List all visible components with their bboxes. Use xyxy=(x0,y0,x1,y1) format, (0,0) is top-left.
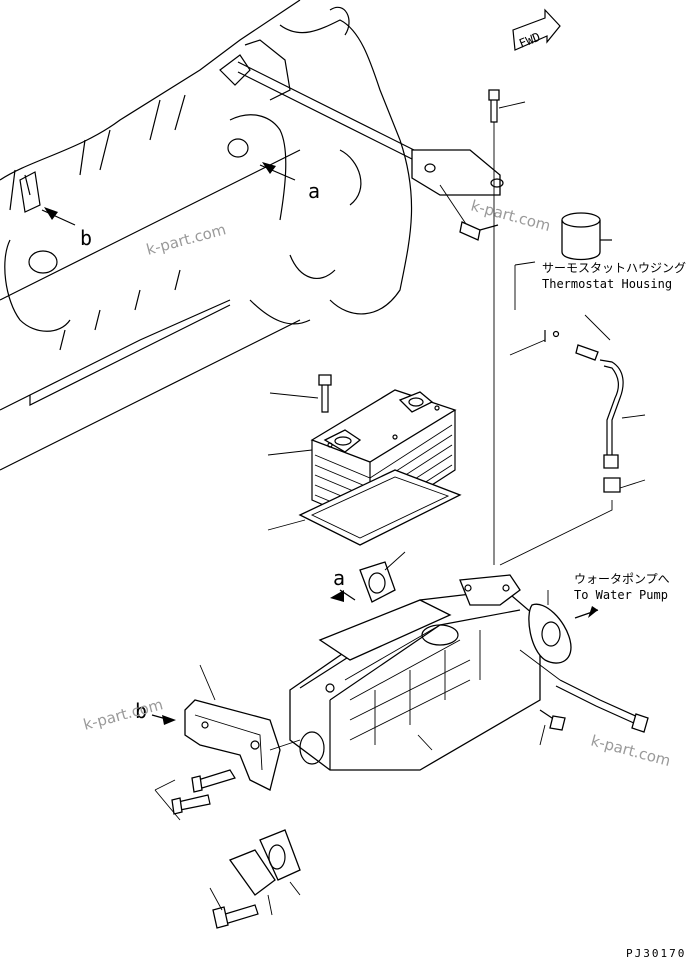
mounting-bracket-lower xyxy=(184,664,301,791)
callout-b-upper: b xyxy=(80,226,92,250)
bolt-lower-right xyxy=(539,709,566,746)
forward-direction-arrow: FWD xyxy=(512,8,561,51)
bolt-long xyxy=(519,649,649,733)
bolts-lower xyxy=(154,769,236,821)
bolt-bracket xyxy=(459,221,499,241)
water-pump-label-en: To Water Pump xyxy=(574,588,668,602)
callout-a-arrow-upper xyxy=(259,164,296,181)
water-pump-label-ja: ウォータポンプへ xyxy=(574,572,670,586)
cooler-gasket xyxy=(267,449,462,546)
watermark-1: k-part.com xyxy=(144,220,228,259)
bolt-upper xyxy=(488,89,526,565)
callout-b-arrow-upper xyxy=(41,209,76,226)
fwd-label: FWD xyxy=(517,30,542,51)
bolt-bottom xyxy=(209,887,259,929)
callout-a-lower: a xyxy=(333,566,345,590)
watermark-4: k-part.com xyxy=(589,731,673,770)
callout-b-lower: b xyxy=(135,699,147,723)
watermark-3: k-part.com xyxy=(81,695,165,734)
drawing-number: PJ30170 xyxy=(626,947,686,960)
water-pump-arrowhead xyxy=(588,606,598,618)
thermostat-label-ja: サーモスタットハウジング xyxy=(542,261,686,275)
cooler-housing xyxy=(289,574,541,771)
cover-plate-lower xyxy=(228,829,301,916)
bolt-cooler xyxy=(269,374,332,413)
engine-block xyxy=(0,0,413,471)
callout-a-upper: a xyxy=(308,179,320,203)
mounting-bracket-upper xyxy=(237,61,504,231)
coolant-pipe xyxy=(499,314,646,566)
gasket-small xyxy=(359,551,406,603)
water-pump-gasket xyxy=(528,590,572,664)
thermostat-housing xyxy=(514,212,612,310)
thermostat-label-en: Thermostat Housing xyxy=(542,277,672,291)
